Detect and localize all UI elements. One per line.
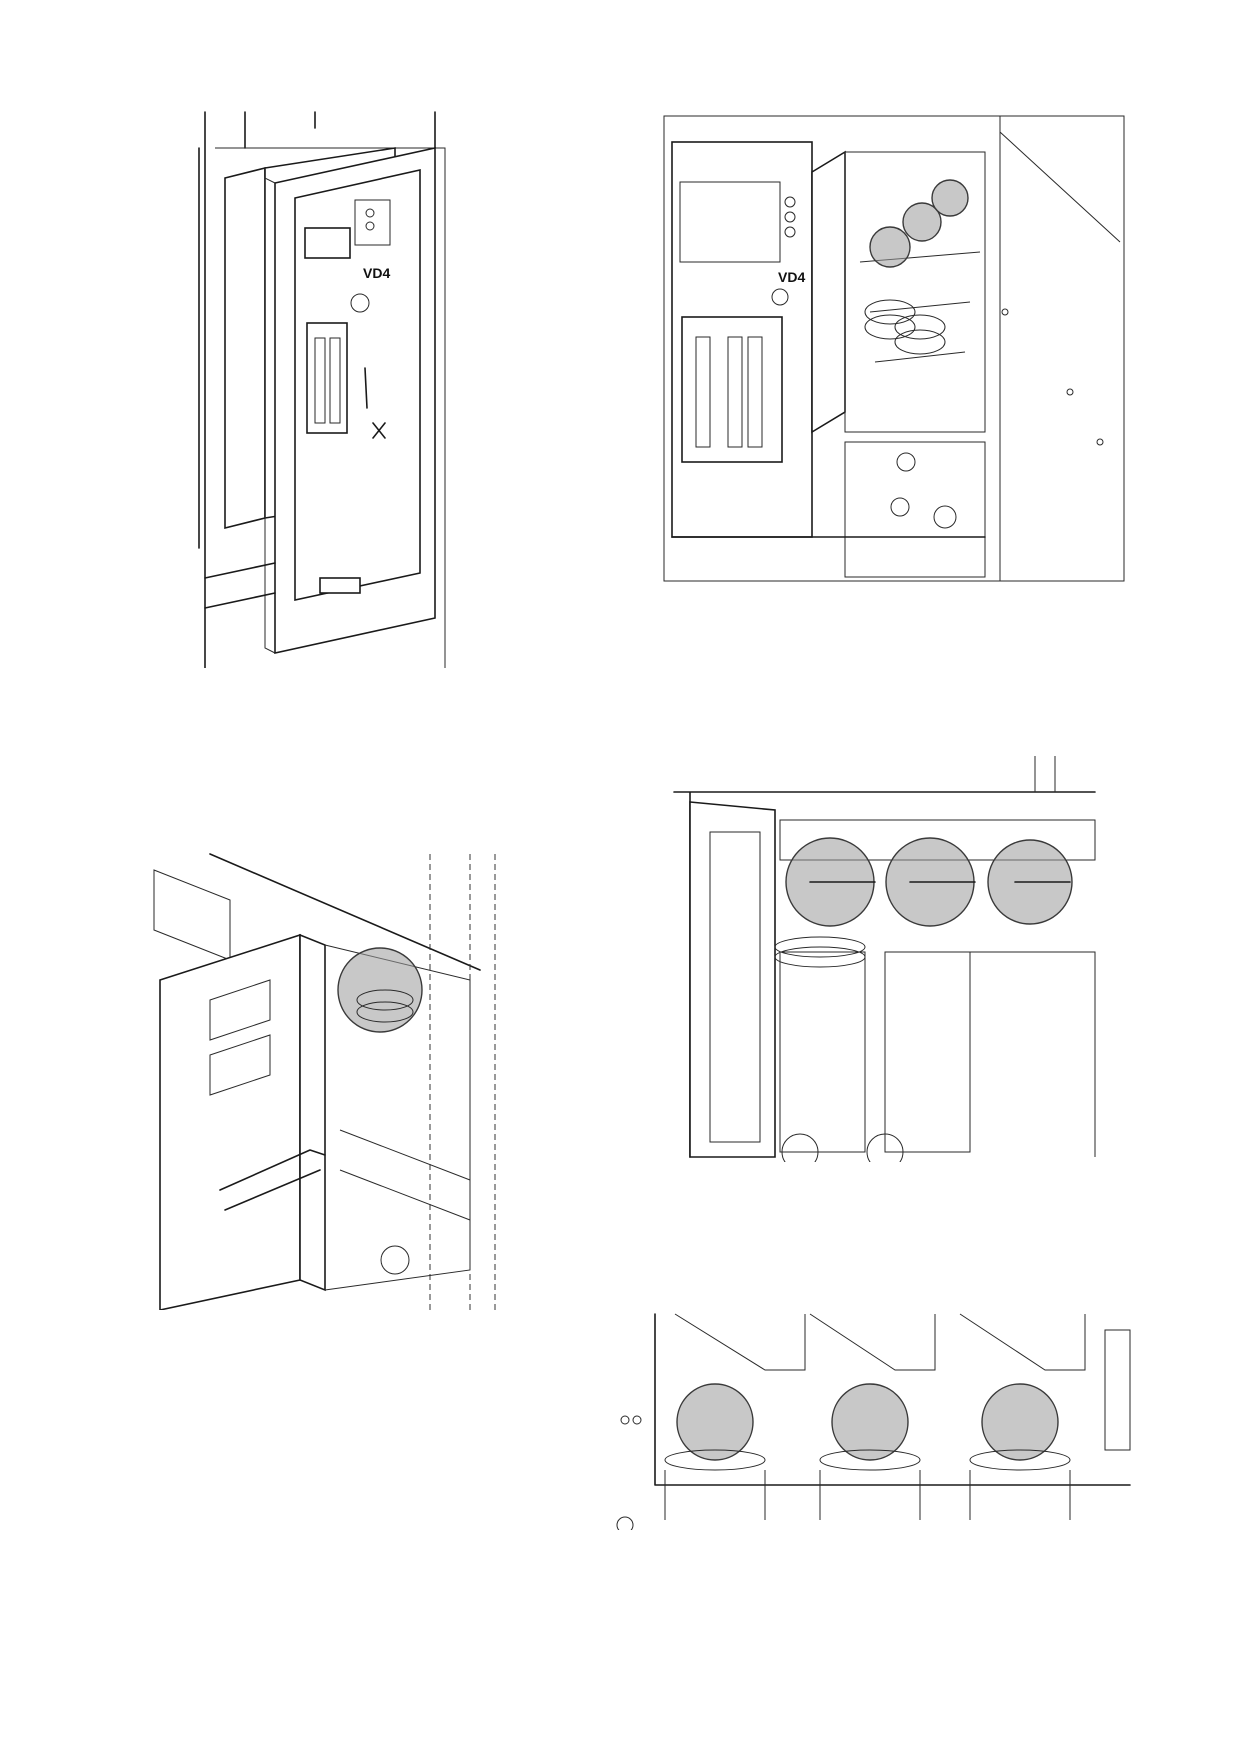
insulator-columns [664,1470,1071,1520]
cubicle-side [985,115,1121,581]
back-plate [970,951,1096,1157]
figure-door-frame: VD4 [195,108,475,668]
bolt [632,1415,642,1425]
mechanism-slot [747,336,763,448]
cabinet-dashed-edges [429,854,496,1310]
mechanism-panel [681,316,783,463]
breaker-side [224,166,266,530]
breaker-label: VD4 [778,269,805,285]
door-edge [264,177,276,654]
insulator-disc [356,1001,414,1023]
figure-lower-contacts [615,1310,1135,1530]
door-hinge-side [299,933,326,1292]
mechanism-slot [695,336,711,448]
open-compartment-drawing: VD4 [663,115,1125,582]
cabinet-frame [215,147,446,668]
base-rails [204,562,276,609]
spring-indicator [350,293,370,313]
shutter-door-drawing [153,853,496,1310]
contact-highlight-2 [831,1383,909,1461]
compartment-shelves [339,1129,471,1221]
bolt [1096,438,1104,446]
indicator-lamp [784,226,796,238]
spring-indicator [771,288,789,306]
upper-plates [674,1313,1086,1371]
lever-arm [219,1149,326,1211]
insulator-disc [894,314,946,340]
insulator-disc [864,314,916,340]
insulator-disc [894,329,946,355]
indicator-lamp [365,221,375,231]
contact-highlight-3 [931,179,969,217]
top-posts [1034,756,1056,792]
door-windows [209,979,271,1096]
door-inner [709,831,761,1143]
contact-highlight-2 [902,202,942,242]
indicator-lamp [365,208,375,218]
insulators [859,251,981,363]
bushing [781,1133,819,1162]
relay-panel [153,869,231,961]
side-plate [1104,1329,1131,1451]
mechanism-slot [314,337,326,424]
insulator-ring [664,1449,766,1471]
insulator-ring [774,946,866,968]
insulator-ring [774,936,866,958]
door-frame-drawing: VD4 [198,111,446,668]
top-rail [209,853,481,971]
contact-highlight-1 [676,1383,754,1461]
insulator-body [884,951,971,1153]
earthing-switch [896,452,916,472]
figure-shutter-door [150,850,505,1310]
relay-unit [304,227,351,259]
display-unit [354,199,391,246]
indicator-lamp [784,196,796,208]
lever [364,367,368,409]
bolt [1066,388,1074,396]
figure-border [663,115,1125,582]
upper-contacts-drawing [673,756,1096,1162]
cabinet-top-lines [244,111,436,149]
breaker-label: VD4 [363,265,390,281]
upper-compartment [844,151,986,433]
insulator-ring [969,1449,1071,1471]
figure-open-compartment: VD4 [660,112,1130,587]
contact-highlight-1 [869,226,911,268]
indicator-lamp [784,211,796,223]
earthing-switch [890,497,910,517]
bolt [620,1415,630,1425]
relay-panel [679,181,781,263]
lower-contacts-drawing [616,1313,1131,1530]
door-window [294,169,421,601]
mechanism-slot [329,337,341,424]
figure-upper-contacts [670,752,1100,1162]
contact-highlight-3 [981,1383,1059,1461]
lower-compartment [844,441,986,578]
earthing-switch [380,1245,410,1275]
door-leaf [689,801,776,1158]
mechanism-slot [727,336,743,448]
opened-shutter [811,150,846,434]
frame-lines [654,1313,1131,1486]
door-leaf [159,933,301,1310]
insulator-disc [864,299,916,325]
bolt [1001,308,1009,316]
bushing [616,1516,634,1530]
insulator-ring [819,1449,921,1471]
x-mark [372,422,386,439]
cabinet-left-edge [198,111,206,668]
bushing [866,1133,904,1162]
door-handle [319,577,361,594]
insulator-disc [356,989,414,1011]
viewing-port [933,505,957,529]
insulator-body [779,951,866,1153]
mechanism-panel [306,322,348,434]
